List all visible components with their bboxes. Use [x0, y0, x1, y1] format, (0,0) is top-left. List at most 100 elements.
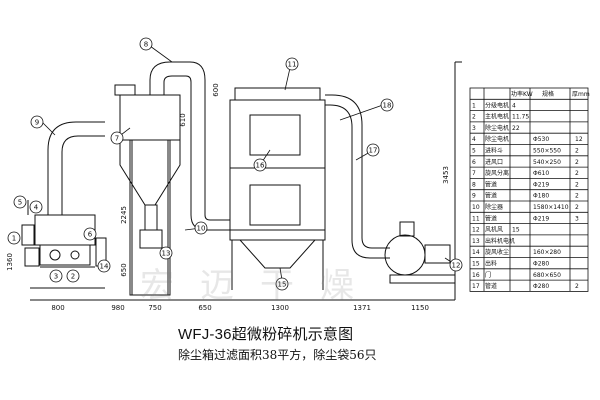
callout-label-9: 9 [35, 119, 39, 127]
callout-5 [13, 195, 27, 209]
table-cell: Φ180 [533, 193, 549, 200]
callout-label-7: 7 [115, 135, 119, 143]
dim-610: 610 [179, 113, 187, 126]
table-cell: 管道 [485, 180, 497, 188]
dim-800: 800 [51, 304, 64, 312]
callout-12 [449, 258, 463, 272]
table-cell: 2 [575, 170, 579, 177]
callout-8 [139, 37, 153, 51]
callout-17 [366, 143, 380, 157]
callout-6 [83, 227, 97, 241]
table-cell: 主机电机 [485, 113, 509, 121]
table-cell: 2 [472, 114, 476, 121]
dust-collector [229, 87, 326, 290]
callout-14 [97, 259, 111, 273]
callout-3 [49, 269, 63, 283]
callout-label-10: 10 [197, 225, 206, 233]
callout-label-6: 6 [88, 231, 93, 239]
table-cell: 550×550 [533, 148, 561, 155]
exhaust-fan [384, 221, 456, 284]
table-cell: 2 [575, 181, 579, 188]
main-mill [21, 200, 107, 289]
table-cell: 出料 [485, 260, 497, 268]
dim-650v: 650 [120, 263, 128, 276]
table-cell: 分级电机 [485, 101, 509, 109]
callout-4 [29, 200, 43, 214]
table-cell: 出料机电机 [485, 237, 515, 245]
callout-18 [380, 98, 394, 112]
table-cell: 160×280 [533, 249, 561, 256]
table-cell: 17 [472, 283, 480, 290]
table-cell: 12 [575, 136, 583, 143]
callout-13 [159, 246, 173, 260]
table-cell: 管道 [485, 282, 497, 290]
callout-15 [275, 277, 289, 291]
callout-11 [285, 57, 299, 71]
table-cell: 22 [512, 125, 520, 132]
table-cell: 2 [575, 159, 579, 166]
table-cell: 7 [472, 170, 476, 177]
dim-980: 980 [111, 304, 124, 312]
table-cell: Φ610 [533, 170, 549, 177]
table-cell: Φ219 [533, 215, 549, 222]
table-cell: 管道 [485, 192, 497, 200]
table-cell: 3 [472, 125, 476, 132]
table-cell: Φ280 [533, 283, 549, 290]
table-cell: 11.75 [512, 114, 529, 121]
table-cell: Φ530 [533, 136, 549, 143]
table-cell: 除尘电机 [485, 124, 509, 132]
table-cell: 旋风收尘 [485, 248, 509, 256]
fan-duct [325, 94, 390, 259]
callout-7 [110, 131, 124, 145]
table-cell: 2 [575, 193, 579, 200]
table-cell: 8 [472, 181, 476, 188]
table-cell: 13 [472, 238, 480, 245]
callout-numbers: 8 9 7 11 18 17 16 15 10 12 5 4 6 1 14 3 … [12, 41, 461, 289]
table-cell: 15 [472, 261, 480, 268]
table-header-cell: 功率KW [511, 90, 533, 98]
callout-label-16: 16 [256, 162, 265, 170]
table-cell: 14 [472, 249, 480, 256]
table-cell: 540×250 [533, 159, 561, 166]
table-cell: 16 [472, 272, 480, 279]
dim-1300: 1300 [271, 304, 289, 312]
table-cell: 旋风分离 [485, 169, 509, 177]
table-cell: 6 [472, 159, 476, 166]
table-cell: Φ219 [533, 181, 549, 188]
table-cell: 3 [575, 215, 579, 222]
dim-650: 650 [198, 304, 211, 312]
table-cell: 2 [575, 148, 579, 155]
callout-16 [253, 158, 267, 172]
callout-label-2: 2 [71, 273, 75, 281]
table-cell: 680×650 [533, 272, 561, 279]
dim-2245: 2245 [120, 206, 128, 224]
cyclone-separator [114, 84, 181, 296]
diagram-note: 除尘箱过滤面积38平方，除尘袋56只 [178, 348, 377, 362]
callout-label-4: 4 [34, 204, 39, 212]
table-header-cell: 厚mm [572, 91, 590, 98]
watermark: 宏迈干燥 [140, 266, 380, 306]
callout-9 [30, 115, 44, 129]
callout-label-8: 8 [144, 41, 148, 49]
riser-pipe [47, 121, 105, 215]
table-cell: 进料斗 [485, 147, 503, 155]
table-cell: 进风口 [485, 158, 503, 166]
callout-label-5: 5 [18, 199, 22, 207]
table-cell: 2 [575, 283, 579, 290]
table-cell: 除尘电机 [485, 135, 509, 143]
table-cell: 10 [472, 204, 480, 211]
dim-1360: 1360 [6, 253, 14, 271]
table-cell: 1 [472, 102, 476, 109]
dimension-labels: 800 980 750 650 1300 1371 1150 600 610 2… [6, 83, 450, 312]
table-cell: 除尘器 [485, 203, 503, 211]
table-header-cell: 规格 [542, 90, 554, 98]
table-cell: 11 [472, 215, 480, 222]
table-cell: 风机风 [485, 226, 503, 234]
callout-2 [66, 269, 80, 283]
table-cell: 管道 [485, 214, 497, 222]
dim-750: 750 [148, 304, 161, 312]
table-cell: 2 [575, 204, 579, 211]
